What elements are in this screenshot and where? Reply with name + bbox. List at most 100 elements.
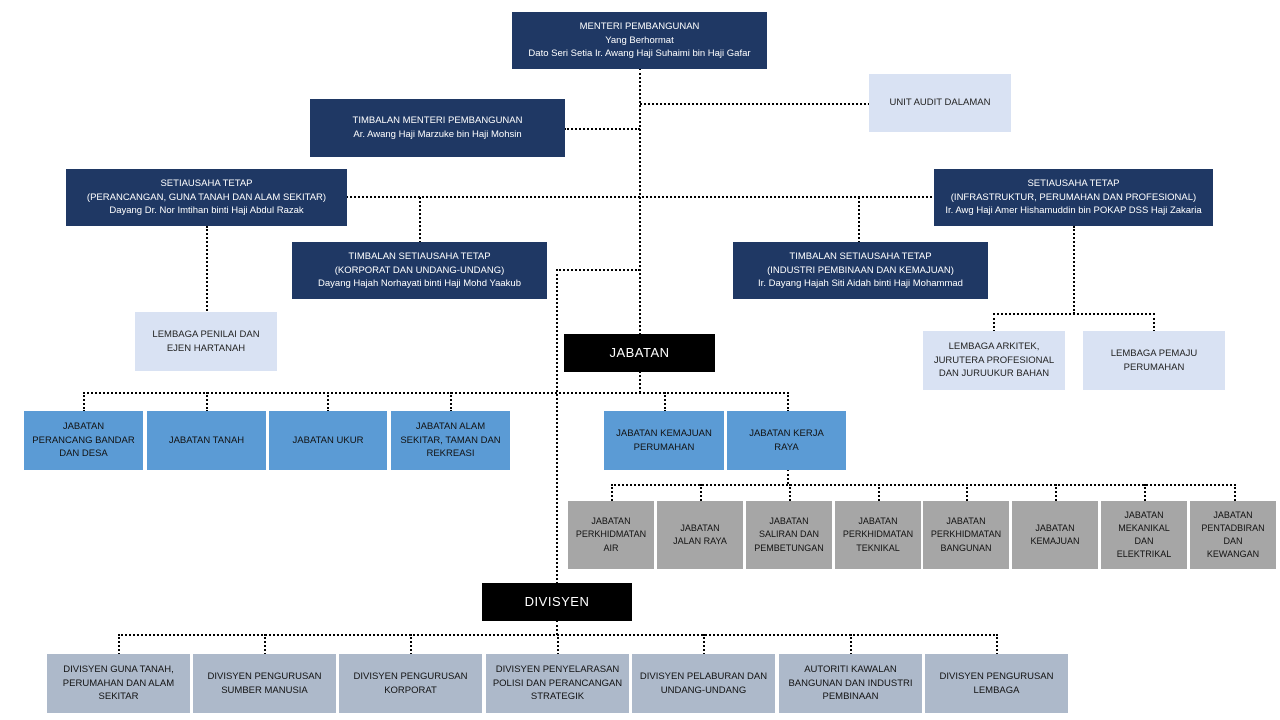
divisyen-line: UNDANG-UNDANG [660, 684, 747, 696]
lembaga-penilai-line1: LEMBAGA PENILAI DAN [152, 328, 260, 340]
jabatan-box[interactable]: JABATAN PERANCANG BANDAR DAN DESA [24, 411, 143, 470]
jkr-line: JABATAN [591, 516, 631, 527]
jabatan-line: DAN DESA [59, 448, 108, 460]
divisyen-box[interactable]: DIVISYEN GUNA TANAH, PERUMAHAN DAN ALAM … [47, 654, 190, 713]
lembaga-pemaju-line1: LEMBAGA PEMAJU [1110, 347, 1198, 359]
jkr-line: KEMAJUAN [1030, 536, 1080, 546]
lembaga-penilai-line2: EJEN HARTANAH [166, 342, 246, 354]
divisyen-line: DIVISYEN PENGURUSAN [353, 670, 468, 682]
divisyen-line: SEKITAR [98, 691, 139, 703]
jkr-line: SALIRAN DAN [758, 529, 819, 540]
jabatan-box[interactable]: JABATAN UKUR [269, 411, 387, 470]
timbalan-kiri-box[interactable]: TIMBALAN SETIAUSAHA TETAP (KORPORAT DAN … [292, 242, 547, 299]
divisyen-box[interactable]: DIVISYEN PENGURUSAN LEMBAGA [925, 654, 1068, 713]
divisyen-line: BANGUNAN DAN INDUSTRI [788, 677, 913, 689]
jabatan-line: JABATAN [62, 420, 105, 432]
divisyen-box[interactable]: DIVISYEN PENYELARASAN POLISI DAN PERANCA… [486, 654, 629, 713]
divisyen-box[interactable]: DIVISYEN PELABURAN DAN UNDANG-UNDANG [632, 654, 775, 713]
divisyen-line: DIVISYEN GUNA TANAH, [63, 663, 174, 675]
jabatan-line: JABATAN UKUR [292, 434, 364, 446]
setiausaha-kiri-title: SETIAUSAHA TETAP [160, 177, 253, 189]
menteri-honorific: Yang Berhormat [605, 34, 674, 46]
setiausaha-kiri-scope: (PERANCANGAN, GUNA TANAH DAN ALAM SEKITA… [86, 191, 327, 203]
jabatan-line: JABATAN TANAH [168, 434, 245, 446]
jkr-line: BANGUNAN [940, 542, 992, 553]
lembaga-arkitek-box[interactable]: LEMBAGA ARKITEK, JURUTERA PROFESIONAL DA… [923, 331, 1065, 390]
jkr-jabatan-box[interactable]: JABATAN MEKANIKAL DAN ELEKTRIKAL [1101, 501, 1187, 569]
jkr-line: PEMBETUNGAN [754, 542, 824, 553]
timbalan-menteri-title: TIMBALAN MENTERI PEMBANGUNAN [352, 115, 523, 127]
jabatan-line: RAYA [774, 441, 799, 453]
divisyen-line: DIVISYEN PENGURUSAN [939, 670, 1054, 682]
jkr-line: JABATAN [680, 522, 720, 533]
timbalan-kanan-box[interactable]: TIMBALAN SETIAUSAHA TETAP (INDUSTRI PEMB… [733, 242, 988, 299]
jkr-line: DAN [1134, 536, 1154, 546]
jkr-line: JALAN RAYA [673, 536, 727, 546]
jabatan-line: REKREASI [426, 448, 475, 460]
jkr-line: AIR [603, 542, 619, 553]
divisyen-line: STRATEGIK [530, 691, 585, 703]
divisyen-box[interactable]: AUTORITI KAWALAN BANGUNAN DAN INDUSTRI P… [779, 654, 922, 713]
jabatan-box[interactable]: JABATAN KEMAJUAN PERUMAHAN [604, 411, 724, 470]
lembaga-arkitek-line1: LEMBAGA ARKITEK, [948, 340, 1040, 352]
menteri-name: Dato Seri Setia Ir. Awang Haji Suhaimi b… [528, 48, 751, 60]
jkr-line: PERKHIDMATAN [842, 529, 914, 540]
lembaga-arkitek-line2: JURUTERA PROFESIONAL [933, 354, 1055, 366]
jabatan-line: JABATAN ALAM [415, 420, 486, 432]
jkr-line: JABATAN [1035, 522, 1075, 533]
divisyen-line: LEMBAGA [973, 684, 1020, 696]
lembaga-pemaju-line2: PERUMAHAN [1123, 361, 1185, 373]
divisyen-box[interactable]: DIVISYEN PENGURUSAN SUMBER MANUSIA [193, 654, 336, 713]
divisyen-box[interactable]: DIVISYEN PENGURUSAN KORPORAT [339, 654, 482, 713]
menteri-box[interactable]: MENTERI PEMBANGUNAN Yang Berhormat Dato … [512, 12, 767, 69]
jabatan-header-label: JABATAN [609, 344, 670, 360]
divisyen-line: DIVISYEN PENYELARASAN [495, 663, 620, 675]
jkr-jabatan-box[interactable]: JABATAN SALIRAN DAN PEMBETUNGAN [746, 501, 832, 569]
divisyen-line: DIVISYEN PENGURUSAN [207, 670, 322, 682]
divisyen-line: SUMBER MANUSIA [221, 684, 308, 696]
jkr-jabatan-box[interactable]: JABATAN KEMAJUAN [1012, 501, 1098, 569]
setiausaha-kanan-title: SETIAUSAHA TETAP [1027, 177, 1120, 189]
jkr-jabatan-box[interactable]: JABATAN PERKHIDMATAN BANGUNAN [923, 501, 1009, 569]
jabatan-box[interactable]: JABATAN TANAH [147, 411, 266, 470]
jkr-line: TEKNIKAL [856, 542, 900, 553]
timbalan-kanan-name: Ir. Dayang Hajah Siti Aidah binti Haji M… [758, 278, 963, 290]
setiausaha-kanan-name: Ir. Awg Haji Amer Hishamuddin bin POKAP … [945, 205, 1202, 217]
lembaga-penilai-box[interactable]: LEMBAGA PENILAI DAN EJEN HARTANAH [135, 312, 277, 371]
jkr-jabatan-box[interactable]: JABATAN PERKHIDMATAN TEKNIKAL [835, 501, 921, 569]
jkr-jabatan-box[interactable]: JABATAN JALAN RAYA [657, 501, 743, 569]
divisyen-line: POLISI DAN PERANCANGAN [492, 677, 623, 689]
jkr-line: PENTADBIRAN [1201, 522, 1265, 533]
timbalan-kiri-scope: (KORPORAT DAN UNDANG-UNDANG) [334, 264, 505, 276]
jkr-line: MEKANIKAL [1118, 522, 1170, 533]
jkr-line: DAN [1223, 536, 1243, 546]
setiausaha-kanan-box[interactable]: SETIAUSAHA TETAP (INFRASTRUKTUR, PERUMAH… [934, 169, 1213, 226]
setiausaha-kiri-name: Dayang Dr. Nor Imtihan binti Haji Abdul … [109, 205, 304, 217]
jkr-jabatan-box[interactable]: JABATAN PENTADBIRAN DAN KEWANGAN [1190, 501, 1276, 569]
jkr-line: KEWANGAN [1206, 549, 1260, 560]
setiausaha-kiri-box[interactable]: SETIAUSAHA TETAP (PERANCANGAN, GUNA TANA… [66, 169, 347, 226]
jabatan-box[interactable]: JABATAN ALAM SEKITAR, TAMAN DAN REKREASI [391, 411, 510, 470]
jabatan-line: JABATAN KERJA [749, 427, 824, 439]
lembaga-pemaju-box[interactable]: LEMBAGA PEMAJU PERUMAHAN [1083, 331, 1225, 390]
divisyen-header-label: DIVISYEN [524, 593, 590, 609]
jkr-line: JABATAN [1124, 509, 1164, 520]
timbalan-menteri-box[interactable]: TIMBALAN MENTERI PEMBANGUNAN Ar. Awang H… [310, 99, 565, 157]
jabatan-line: JABATAN KEMAJUAN [616, 427, 712, 439]
timbalan-kiri-name: Dayang Hajah Norhayati binti Haji Mohd Y… [318, 278, 521, 290]
jkr-jabatan-box[interactable]: JABATAN PERKHIDMATAN AIR [568, 501, 654, 569]
lembaga-arkitek-line3: DAN JURUUKUR BAHAN [938, 368, 1050, 380]
jkr-line: JABATAN [769, 516, 809, 527]
divisyen-header: DIVISYEN [482, 583, 632, 621]
timbalan-kanan-title: TIMBALAN SETIAUSAHA TETAP [789, 250, 932, 262]
timbalan-menteri-name: Ar. Awang Haji Marzuke bin Haji Mohsin [353, 129, 522, 140]
jabatan-box[interactable]: JABATAN KERJA RAYA [727, 411, 846, 470]
jabatan-line: PERUMAHAN [633, 441, 695, 453]
jabatan-line: PERANCANG BANDAR [32, 434, 135, 446]
jkr-line: JABATAN [946, 516, 986, 527]
jabatan-header: JABATAN [564, 334, 715, 372]
timbalan-kiri-title: TIMBALAN SETIAUSAHA TETAP [348, 250, 491, 262]
divisyen-line: PEMBINAAN [822, 691, 879, 703]
divisyen-line: PERUMAHAN DAN ALAM [62, 677, 175, 689]
unit-audit-box[interactable]: UNIT AUDIT DALAMAN [869, 74, 1011, 132]
